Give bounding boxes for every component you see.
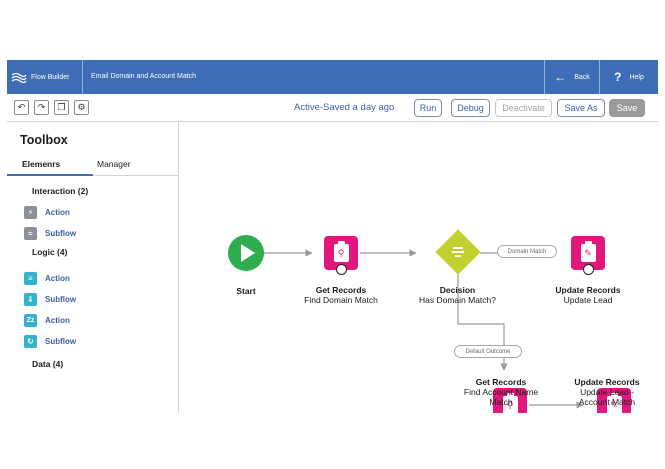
tab-elements[interactable]: Elemenrs	[22, 159, 61, 169]
node-title: Update Records	[574, 377, 640, 387]
back-label: Back	[574, 73, 590, 81]
copy-icon[interactable]: ❐	[54, 100, 69, 115]
item-label: Subflow	[45, 336, 77, 346]
node-title: Start	[236, 286, 256, 296]
search-record-icon: ⚲	[333, 241, 349, 262]
tool-icon-group: ↶ ↷ ❐ ⚙	[14, 100, 89, 115]
node-connector[interactable]	[583, 264, 594, 275]
toolbox-item-action[interactable]: Zz Action	[24, 313, 70, 327]
toolbox-panel: Toolbox Elemenrs Manager Interaction (2)…	[7, 122, 179, 413]
back-button[interactable]: ← Back	[544, 60, 599, 94]
node-subtitle: Find Account Name	[463, 387, 539, 397]
tab-manager[interactable]: Manager	[97, 159, 131, 169]
outcome-default[interactable]: Default Outcome	[454, 345, 522, 358]
sort-icon: Zz	[24, 313, 37, 327]
node-title: Decision	[439, 285, 476, 295]
toolbox-title: Toolbox	[20, 133, 68, 147]
decision-node[interactable]	[435, 229, 481, 275]
flow-builder-app: Flow Builder Email Domain and Account Ma…	[7, 60, 658, 413]
save-status: Active-Saved a day ago	[294, 102, 395, 113]
node-title: Get Records	[315, 285, 367, 295]
debug-button[interactable]: Debug	[451, 99, 490, 117]
deactivate-button[interactable]: Deactivate	[495, 99, 552, 117]
start-label: Start	[216, 286, 276, 296]
save-button[interactable]: Save	[609, 99, 645, 117]
update-records-label: Update Records Update Lead	[538, 285, 638, 305]
toolbar: ↶ ↷ ❐ ⚙ Active-Saved a day ago Run Debug…	[7, 94, 658, 122]
undo-icon[interactable]: ↶	[14, 100, 29, 115]
flow-title: Email Domain and Account Match	[91, 73, 197, 80]
question-icon: ?	[614, 70, 622, 84]
run-button[interactable]: Run	[414, 99, 442, 117]
node-title: Get Records	[475, 377, 527, 387]
group-title-interaction: Interaction (2)	[32, 186, 89, 196]
item-label: Action	[45, 207, 70, 217]
toolbox-item-subflow[interactable]: ↻ Subflow	[24, 334, 76, 348]
brand-name: Flow Builder	[31, 73, 70, 81]
node-subtitle: Match	[489, 397, 513, 407]
node-subtitle: Has Domain Match?	[418, 295, 496, 305]
item-label: Action	[45, 315, 70, 325]
item-label: Subflow	[45, 294, 77, 304]
item-label: Action	[45, 273, 70, 283]
get-records-label: Get Records Find Domain Match	[291, 285, 391, 305]
redo-icon[interactable]: ↷	[34, 100, 49, 115]
group-title-data: Data (4)	[32, 359, 64, 369]
flow-canvas[interactable]: Start ⚲ Get Records Find Domain Match De…	[179, 122, 658, 413]
decision-icon	[451, 245, 465, 259]
edit-record-icon: ✎	[606, 393, 622, 413]
outcome-domain-match[interactable]: Domain Match	[497, 245, 557, 258]
node-subtitle: Update Lead -	[580, 387, 634, 397]
node-subtitle: Find Domain Match	[304, 295, 378, 305]
update-records-label-2: Update Records Update Lead - Account Mat…	[557, 377, 657, 407]
app-header: Flow Builder Email Domain and Account Ma…	[7, 60, 658, 94]
help-label: Help	[629, 73, 644, 81]
lightning-icon: ⚡	[24, 205, 37, 219]
toolbox-item-subflow[interactable]: ≈ Subflow	[24, 226, 76, 240]
filter-icon: ⇓	[24, 292, 37, 306]
get-records-node[interactable]: ⚲	[324, 236, 358, 270]
brand[interactable]: Flow Builder	[7, 60, 83, 94]
toolbox-item-action[interactable]: ≡ Action	[24, 271, 70, 285]
group-title-logic: Logic (4)	[32, 247, 68, 257]
list-icon: ≡	[24, 271, 37, 285]
search-record-icon: ⚲	[502, 393, 518, 413]
node-title: Update Records	[555, 285, 621, 295]
settings-icon[interactable]: ⚙	[74, 100, 89, 115]
node-connector[interactable]	[336, 264, 347, 275]
help-button[interactable]: ? Help	[599, 60, 658, 94]
edit-record-icon: ✎	[580, 241, 596, 262]
play-icon	[241, 244, 255, 262]
get-records-label-2: Get Records Find Account Name Match	[451, 377, 551, 407]
toolbox-item-subflow[interactable]: ⇓ Subflow	[24, 292, 76, 306]
node-subtitle: Update Lead	[563, 295, 613, 305]
item-label: Subflow	[45, 228, 77, 238]
toolbox-tabs: Elemenrs Manager	[7, 154, 179, 176]
arrow-left-icon: ←	[554, 70, 567, 84]
start-node[interactable]	[228, 235, 264, 271]
toolbox-item-action[interactable]: ⚡ Action	[24, 205, 70, 219]
active-tab-indicator	[7, 174, 93, 176]
subflow-icon: ≈	[24, 226, 37, 240]
save-as-button[interactable]: Save As	[557, 99, 605, 117]
get-records-node-2[interactable]: ⚲	[493, 388, 527, 413]
loop-icon: ↻	[24, 334, 37, 348]
flow-logo-icon	[11, 72, 27, 83]
update-records-node-2[interactable]: ✎	[597, 388, 631, 413]
decision-label: Decision Has Domain Match?	[400, 285, 515, 305]
node-subtitle: Account Match	[578, 397, 636, 407]
